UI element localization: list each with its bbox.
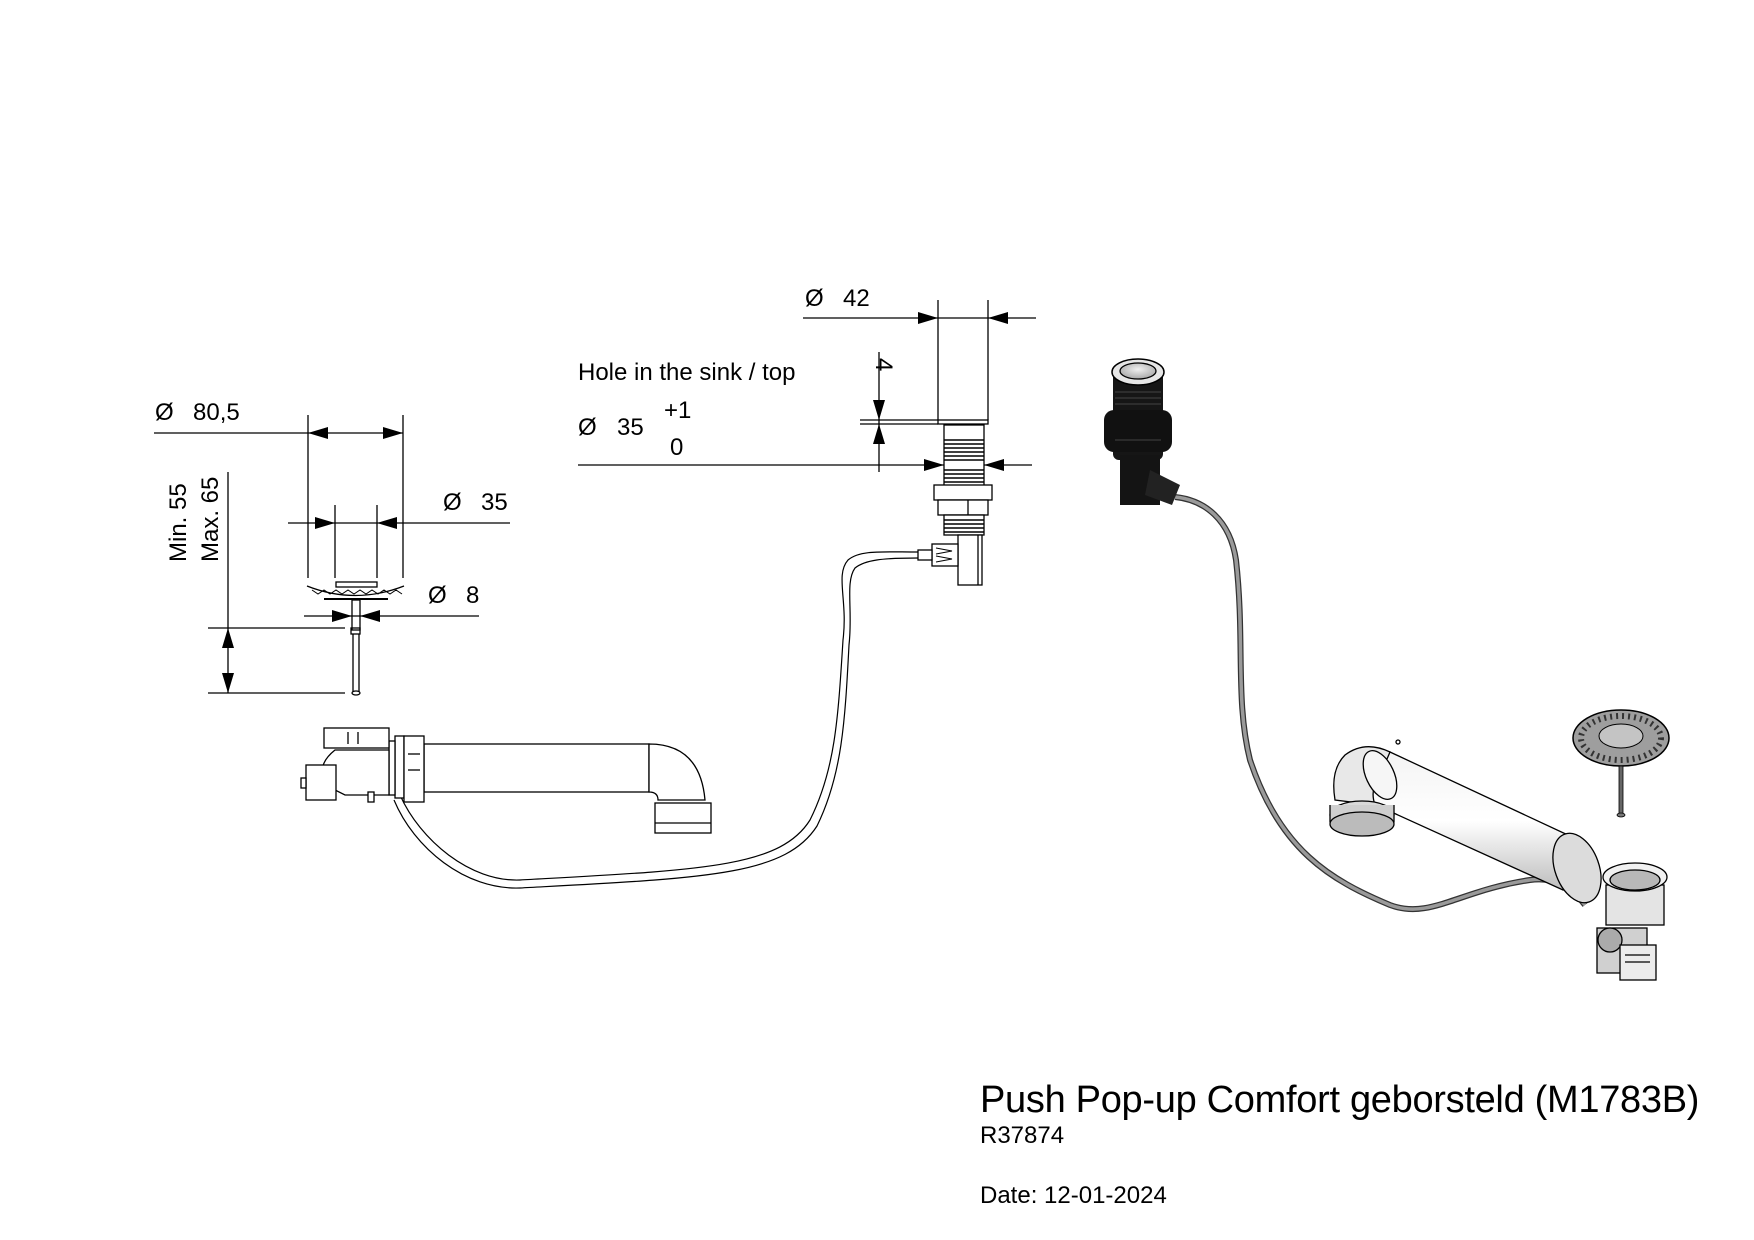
dim-inner-diameter: 35 <box>481 489 508 516</box>
waste-pipe-side-view <box>300 727 712 834</box>
drawing-date: Date: 12-01-2024 <box>980 1182 1167 1209</box>
isometric-assembly-view <box>1104 358 1670 981</box>
dim-stem-diameter: 8 <box>466 582 479 609</box>
dim-flange-thickness: 4 <box>870 358 897 371</box>
dim-flange-diameter-symbol: Ø <box>805 285 824 312</box>
waste-pipe <box>1329 739 1586 891</box>
dim-hole-diameter: 35 <box>617 414 644 441</box>
dim-inner-diameter-symbol: Ø <box>443 489 462 516</box>
drain-body <box>1552 832 1668 981</box>
strainer-dimension-labels: Ø 80,5 Ø 35 Ø 8 Min. 55 Max. 65 <box>155 399 508 609</box>
dim-min-length: Min. 55 <box>165 483 192 562</box>
dim-hole-tolerance-lower: 0 <box>670 434 683 461</box>
hole-label: Hole in the sink / top <box>578 359 795 386</box>
dim-hole-tolerance-upper: +1 <box>664 397 691 424</box>
drawing-reference: R37874 <box>980 1122 1065 1149</box>
strainer-plug <box>1572 709 1670 818</box>
dim-flange-diameter: 42 <box>843 285 870 312</box>
title-block: Push Pop-up Comfort geborsteld (M1783B) … <box>980 1078 1699 1210</box>
dim-outer-diameter-symbol: Ø <box>155 399 174 426</box>
dim-stem-diameter-symbol: Ø <box>428 582 447 609</box>
push-button <box>1104 358 1180 505</box>
drawing-title: Push Pop-up Comfort geborsteld (M1783B) <box>980 1079 1700 1121</box>
dim-max-length: Max. 65 <box>197 477 224 562</box>
button-dimension-view <box>393 300 1036 889</box>
strainer-dimension-view <box>154 415 510 696</box>
button-dimension-labels: Ø 42 4 Hole in the sink / top Ø 35 +1 0 <box>578 285 897 461</box>
dim-hole-diameter-symbol: Ø <box>578 414 597 441</box>
dim-outer-diameter: 80,5 <box>193 399 240 426</box>
